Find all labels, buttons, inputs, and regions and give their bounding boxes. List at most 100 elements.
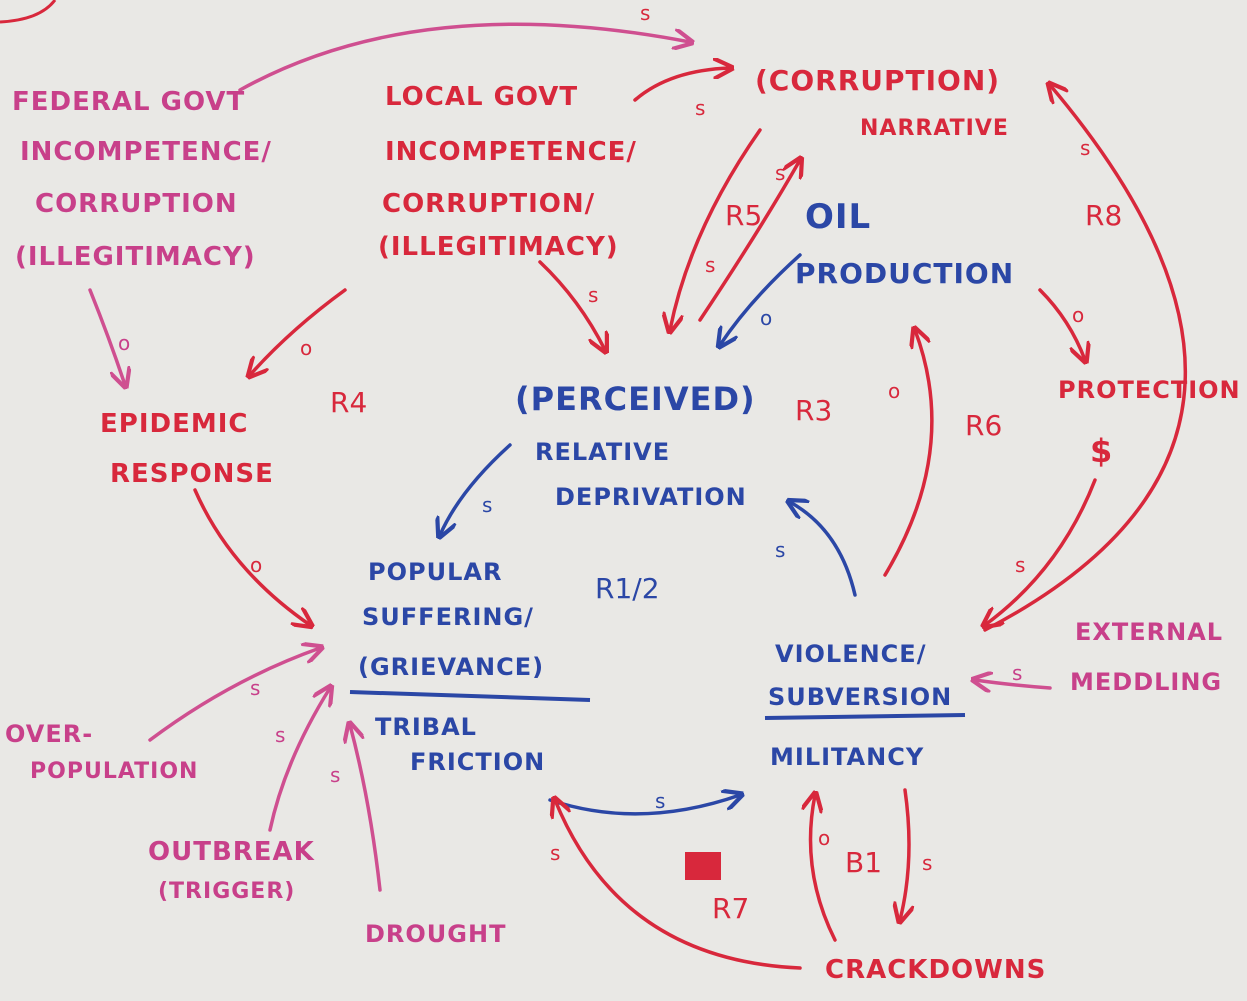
- underline: [349, 690, 591, 702]
- polarity-label: o: [1072, 303, 1084, 327]
- node-label: SUFFERING/: [362, 603, 534, 631]
- polarity-label: o: [888, 379, 900, 403]
- node-label: LOCAL GOVT: [385, 82, 578, 112]
- edge-drought-suffering: [350, 725, 382, 892]
- polarity-label: s: [250, 676, 260, 700]
- polarity-label: o: [760, 306, 772, 330]
- node-label: DEPRIVATION: [555, 483, 747, 511]
- polarity-label: s: [330, 763, 340, 787]
- node-label: (CORRUPTION): [755, 64, 1000, 97]
- node-label: (TRIGGER): [158, 879, 295, 904]
- edge-crackdowns-violence: [811, 795, 837, 942]
- node-epidemic-response: EPIDEMIC RESPONSE: [100, 409, 274, 489]
- edge-violence-deprivation: [790, 502, 857, 597]
- polarity-label: s: [482, 493, 492, 517]
- polarity-label: o: [118, 331, 130, 355]
- loop-label-r7: R7: [712, 892, 749, 925]
- node-label: CRACKDOWNS: [825, 955, 1046, 985]
- edge-violence-narrative: [983, 85, 1187, 632]
- node-external-meddling: EXTERNAL MEDDLING: [1070, 618, 1223, 696]
- polarity-label: s: [275, 723, 285, 747]
- edge-protection-violence: [985, 478, 1097, 625]
- node-label: EPIDEMIC: [100, 409, 248, 439]
- node-oil-production: OIL PRODUCTION: [795, 197, 1014, 290]
- node-label: CORRUPTION/: [382, 189, 595, 219]
- node-label: MILITANCY: [770, 743, 924, 771]
- node-outbreak: OUTBREAK (TRIGGER): [148, 837, 315, 904]
- edge-local-epidemic: [250, 288, 347, 375]
- node-label: FEDERAL GOVT: [12, 87, 245, 117]
- edge-epidemic-suffering: [193, 488, 310, 625]
- node-label: OIL: [805, 197, 871, 237]
- edge-overpopulation-suffering: [148, 648, 320, 742]
- node-label: INCOMPETENCE/: [385, 137, 637, 167]
- edge-deprivation-suffering: [440, 443, 512, 535]
- edge-federal-narrative: [238, 22, 690, 92]
- node-label: RELATIVE: [535, 438, 670, 466]
- polarity-label: o: [818, 826, 830, 850]
- node-label: PROTECTION: [1058, 376, 1241, 404]
- node-label: OUTBREAK: [148, 837, 315, 867]
- node-relative-deprivation: (PERCEIVED) RELATIVE DEPRIVATION: [515, 380, 756, 511]
- node-label: OVER-: [5, 720, 93, 748]
- polarity-label: s: [775, 538, 785, 562]
- node-label: POPULAR: [368, 558, 502, 586]
- edge-suffering-violence: [548, 795, 740, 816]
- edge-oil-deprivation: [720, 253, 802, 345]
- loop-label-r3: R3: [795, 394, 832, 427]
- underline: [764, 713, 966, 720]
- node-label: POPULATION: [30, 759, 198, 784]
- polarity-label: s: [588, 283, 598, 307]
- node-label: DROUGHT: [365, 920, 506, 948]
- polarity-label: s: [922, 851, 932, 875]
- node-label: FRICTION: [410, 748, 545, 776]
- polarity-label: o: [300, 336, 312, 360]
- edge-narrative-deprivation: [670, 128, 762, 330]
- node-corruption-narrative: (CORRUPTION) NARRATIVE: [755, 64, 1009, 141]
- circle-fragment: [0, 0, 57, 24]
- node-label: VIOLENCE/: [775, 640, 926, 668]
- node-label: RESPONSE: [110, 459, 274, 489]
- loop-labels: R4 R3 R5 R6 R8 R1/2 B1 R7: [330, 199, 1122, 925]
- node-label: EXTERNAL: [1075, 618, 1223, 646]
- node-popular-suffering: POPULAR SUFFERING/ (GRIEVANCE) TRIBAL FR…: [349, 558, 591, 776]
- node-label: PRODUCTION: [795, 257, 1014, 290]
- edge-violence-crackdowns: [900, 788, 909, 920]
- polarity-label: s: [1015, 553, 1025, 577]
- node-violence: VIOLENCE/ SUBVERSION MILITANCY: [764, 640, 966, 771]
- node-federal: FEDERAL GOVT INCOMPETENCE/ CORRUPTION (I…: [12, 87, 272, 272]
- node-label: (GRIEVANCE): [358, 653, 544, 681]
- loop-label-r8: R8: [1085, 199, 1122, 232]
- polarity-label: s: [1012, 661, 1022, 685]
- loop-label-b1: B1: [845, 846, 882, 879]
- polarity-label: s: [640, 1, 650, 25]
- node-label: CORRUPTION: [35, 189, 238, 219]
- edge-crackdowns-suffering: [555, 800, 802, 970]
- polarity-label: s: [695, 96, 705, 120]
- node-label: (ILLEGITIMACY): [378, 232, 619, 262]
- edge-local-deprivation: [538, 260, 605, 350]
- node-label: INCOMPETENCE/: [20, 137, 272, 167]
- node-local: LOCAL GOVT INCOMPETENCE/ CORRUPTION/ (IL…: [378, 82, 637, 262]
- node-label: (PERCEIVED): [515, 380, 756, 418]
- node-label: (ILLEGITIMACY): [15, 242, 256, 272]
- edge-oil-protection: [1038, 288, 1085, 360]
- edges: [88, 22, 1187, 970]
- loop-label-r5: R5: [725, 199, 762, 232]
- node-label: SUBVERSION: [768, 683, 952, 711]
- polarity-label: s: [550, 841, 560, 865]
- node-drought: DROUGHT: [365, 920, 506, 948]
- loop-label-r1-2: R1/2: [595, 572, 660, 605]
- node-crackdowns: CRACKDOWNS: [825, 955, 1046, 985]
- polarity-label: o: [250, 553, 262, 577]
- node-label: NARRATIVE: [860, 116, 1009, 141]
- loop-label-r6: R6: [965, 409, 1002, 442]
- polarity-label: s: [775, 161, 785, 185]
- polarity-label: s: [705, 253, 715, 277]
- node-label: TRIBAL: [375, 713, 477, 741]
- edge-outbreak-suffering: [268, 688, 330, 832]
- edge-deprivation-narrative: [698, 160, 800, 322]
- node-label: MEDDLING: [1070, 668, 1222, 696]
